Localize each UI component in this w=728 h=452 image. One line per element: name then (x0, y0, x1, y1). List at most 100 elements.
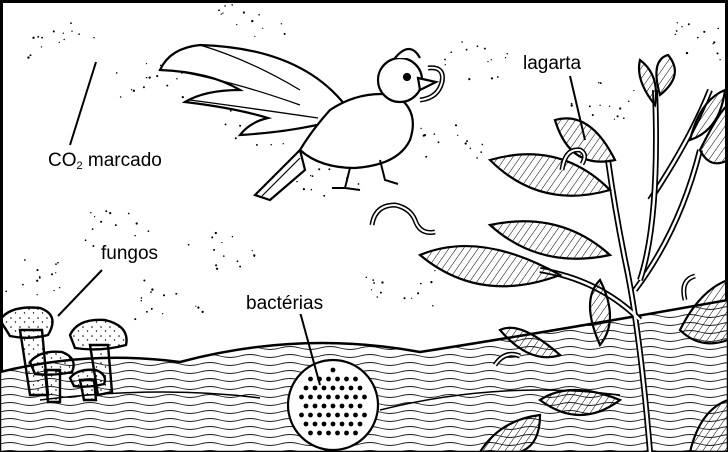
sky-dot (85, 239, 87, 241)
sky-dot (432, 305, 433, 306)
sky-dot (589, 105, 591, 107)
sky-dot (115, 224, 117, 226)
sky-dot (120, 96, 121, 97)
sky-dot (262, 28, 263, 29)
sky-dot (27, 56, 29, 58)
sky-dot (36, 280, 38, 282)
sky-dot (92, 228, 94, 230)
bacterium (349, 404, 354, 409)
bacterium (313, 386, 318, 391)
sky-dot (623, 117, 625, 119)
sky-dot (482, 144, 484, 146)
sky-dot (143, 279, 145, 281)
sky-dot (92, 245, 94, 247)
sky-dot (78, 33, 80, 35)
sky-dot (188, 244, 190, 246)
sky-dot (134, 235, 136, 237)
sky-dot (156, 75, 158, 77)
bacterium (335, 413, 340, 418)
bacterium (317, 431, 322, 436)
sky-dot (232, 236, 233, 237)
fungi-label: fungos (99, 243, 160, 264)
sky-dot (231, 4, 233, 6)
sky-dot (134, 318, 136, 320)
sky-dot (5, 291, 7, 293)
bacterium (353, 395, 358, 400)
sky-dot (688, 23, 690, 25)
sky-dot (256, 144, 258, 146)
sky-dot (480, 151, 482, 153)
sky-dot (457, 135, 458, 136)
sky-dot (55, 272, 56, 273)
sky-dot (128, 213, 130, 215)
sky-dot (59, 42, 60, 43)
sky-dot (93, 37, 94, 38)
bacterium (331, 422, 336, 427)
sky-dot (470, 148, 472, 150)
sky-dot (63, 33, 64, 34)
sky-dot (221, 242, 222, 243)
sky-dot (592, 114, 594, 116)
sky-dot (254, 36, 255, 37)
sky-dot (59, 287, 60, 288)
bacterium (308, 431, 313, 436)
bacterium (308, 395, 313, 400)
sky-dot (195, 306, 196, 307)
sky-dot (303, 188, 305, 190)
sky-dot (105, 210, 107, 212)
sky-dot (133, 90, 135, 92)
sky-dot (197, 306, 199, 308)
sky-dot (236, 24, 237, 25)
sky-dot (151, 288, 153, 290)
sky-dot (676, 30, 678, 32)
sky-dot (37, 36, 39, 38)
sky-dot (39, 277, 41, 279)
sky-dot (484, 48, 486, 50)
sky-dot (617, 115, 619, 117)
sky-dot (201, 311, 203, 313)
sky-dot (619, 107, 621, 109)
sky-dot (450, 51, 452, 53)
sky-dot (131, 89, 132, 90)
sky-dot (358, 183, 360, 185)
sky-dot (455, 124, 457, 126)
bacteria-label: bactérias (244, 293, 325, 314)
bacterium (344, 413, 349, 418)
sky-dot (703, 31, 705, 33)
bacterium (353, 413, 358, 418)
sky-dot (461, 41, 463, 43)
bacterium (299, 395, 304, 400)
sky-dot (254, 256, 255, 257)
bacterium (340, 404, 345, 409)
sky-dot (425, 156, 427, 158)
sky-dot (323, 195, 325, 197)
sky-dot (94, 216, 95, 217)
sky-dot (57, 262, 59, 264)
bacterium (335, 377, 340, 382)
sky-dot (328, 168, 330, 170)
sky-dot (466, 49, 468, 51)
sky-dot (224, 5, 226, 7)
co2-label-rest: marcado (83, 150, 162, 171)
sky-dot (175, 293, 177, 295)
bacterium (317, 413, 322, 418)
sky-dot (571, 104, 573, 106)
sky-dot (55, 263, 57, 265)
sky-dot (150, 291, 152, 293)
sky-dot (420, 128, 421, 129)
sky-dot (63, 39, 64, 40)
caterpillar-label: lagarta (521, 53, 583, 74)
sky-dot (628, 100, 630, 102)
sky-dot (466, 140, 468, 142)
bacterium (344, 395, 349, 400)
sky-dot (216, 268, 218, 270)
sky-dot (163, 294, 165, 296)
sky-dot (403, 297, 405, 299)
co2-label-main: CO (48, 150, 77, 171)
sky-dot (411, 298, 412, 299)
sky-dot (438, 141, 440, 143)
sky-dot (141, 297, 143, 299)
sky-dot (491, 59, 492, 60)
bacterium (358, 386, 363, 391)
